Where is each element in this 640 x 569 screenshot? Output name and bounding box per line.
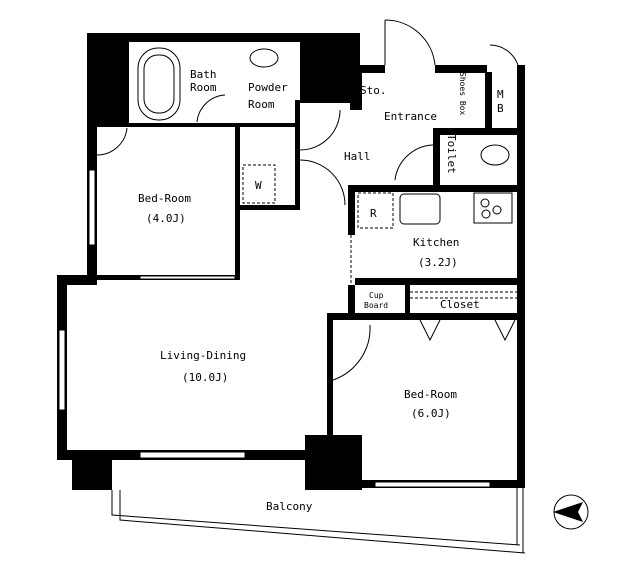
label-cupboard-1: Cup (369, 291, 384, 300)
label-bedroom-large-size: (6.0J) (411, 407, 451, 420)
label-bedroom-large: Bed-Room (404, 388, 457, 401)
windows (58, 169, 491, 488)
label-mb-1: M (497, 88, 504, 101)
label-kitchen: Kitchen (413, 236, 459, 249)
label-shoe-box: Shoes Box (458, 72, 467, 116)
label-toilet: Toilet (445, 134, 458, 174)
label-powder-1: Powder (248, 81, 288, 94)
label-bath-1: Bath (190, 68, 217, 81)
balcony-railing (111, 488, 526, 554)
label-closet: Closet (440, 298, 480, 311)
label-mb-2: B (497, 102, 504, 115)
north-arrow-icon (553, 494, 589, 530)
label-bedroom-small-size: (4.0J) (146, 212, 186, 225)
fixtures (137, 47, 517, 342)
label-living: Living-Dining (160, 349, 246, 362)
label-clo: Clo. (110, 85, 119, 104)
label-powder-2: Room (248, 98, 275, 111)
label-bedroom-small: Bed-Room (138, 192, 191, 205)
label-entrance: Entrance (384, 110, 437, 123)
label-living-size: (10.0J) (182, 371, 228, 384)
label-washer: W (255, 179, 262, 192)
label-cupboard-2: Board (364, 301, 388, 310)
label-fridge: R (370, 207, 377, 220)
label-hall: Hall (344, 150, 371, 163)
label-bath-2: Room (190, 81, 217, 94)
room-labels: Clo. Bath Room Powder Room W Sto. Entran… (110, 68, 504, 513)
doors (96, 19, 519, 381)
label-storage: Sto. (360, 84, 387, 97)
label-balcony: Balcony (266, 500, 313, 513)
label-kitchen-size: (3.2J) (418, 256, 458, 269)
